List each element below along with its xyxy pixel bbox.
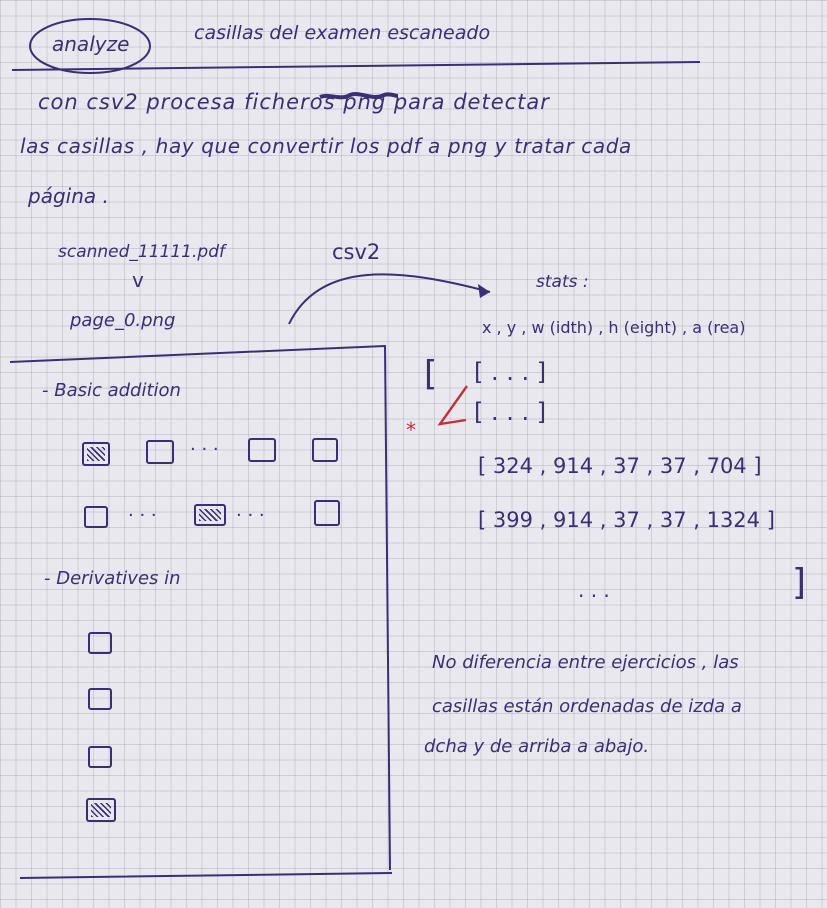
stats-row-2: [ 399 , 914 , 37 , 37 , 1324 ] bbox=[478, 508, 775, 532]
checkbox bbox=[88, 688, 112, 710]
checkbox-checked bbox=[86, 798, 116, 822]
checkbox bbox=[314, 500, 340, 526]
stats-placeholder-row-2: [ . . . ] bbox=[474, 398, 547, 426]
note-line-2: casillas están ordenadas de izda a bbox=[432, 696, 742, 717]
note-line-3: dcha y de arriba a abajo. bbox=[424, 736, 650, 757]
checkbox bbox=[146, 440, 174, 464]
stats-placeholder-row-1: [ . . . ] bbox=[474, 358, 547, 386]
row-dots: . . . bbox=[190, 434, 219, 455]
title-underline bbox=[11, 61, 701, 71]
arrow-head bbox=[478, 284, 490, 298]
circled-word: analyze bbox=[52, 32, 130, 56]
curved-arrow bbox=[288, 273, 491, 325]
source-file: scanned_11111.pdf bbox=[58, 242, 225, 262]
tool-label: csv2 bbox=[332, 240, 381, 264]
stats-closing-bracket: ] bbox=[792, 562, 807, 603]
checkbox bbox=[88, 746, 112, 768]
section-derivatives: - Derivatives in bbox=[44, 568, 181, 589]
row-dots: . . . bbox=[236, 500, 265, 521]
section-basic-addition: - Basic addition bbox=[42, 380, 181, 401]
checkbox bbox=[84, 506, 108, 528]
checkbox-checked bbox=[194, 504, 226, 526]
checkbox bbox=[248, 438, 276, 462]
checkbox bbox=[88, 632, 112, 654]
row-dots: . . . bbox=[128, 500, 157, 521]
note-line-1: No diferencia entre ejercicios , las bbox=[432, 652, 739, 673]
stats-row-1: [ 324 , 914 , 37 , 37 , 704 ] bbox=[478, 454, 762, 478]
red-pointer bbox=[437, 385, 468, 426]
page-title: casillas del examen escaneado bbox=[194, 22, 491, 44]
stats-label: stats : bbox=[536, 272, 589, 292]
intro-line-3: página . bbox=[28, 184, 109, 208]
checkbox bbox=[312, 438, 338, 462]
page-outline bbox=[9, 344, 393, 879]
intro-line-2: las casillas , hay que convertir los pdf… bbox=[20, 134, 632, 158]
stats-columns: x , y , w (idth) , h (eight) , a (rea) bbox=[482, 318, 746, 337]
intro-line-1: con csv2 procesa ficheros png para detec… bbox=[38, 90, 550, 114]
stats-outer-bracket: [ bbox=[424, 354, 438, 394]
red-star-marker: * bbox=[406, 418, 416, 442]
checkbox-checked bbox=[82, 442, 110, 466]
stats-ellipsis: . . . bbox=[578, 578, 610, 602]
page-file: page_0.png bbox=[70, 310, 176, 331]
down-arrow: v bbox=[132, 268, 144, 292]
